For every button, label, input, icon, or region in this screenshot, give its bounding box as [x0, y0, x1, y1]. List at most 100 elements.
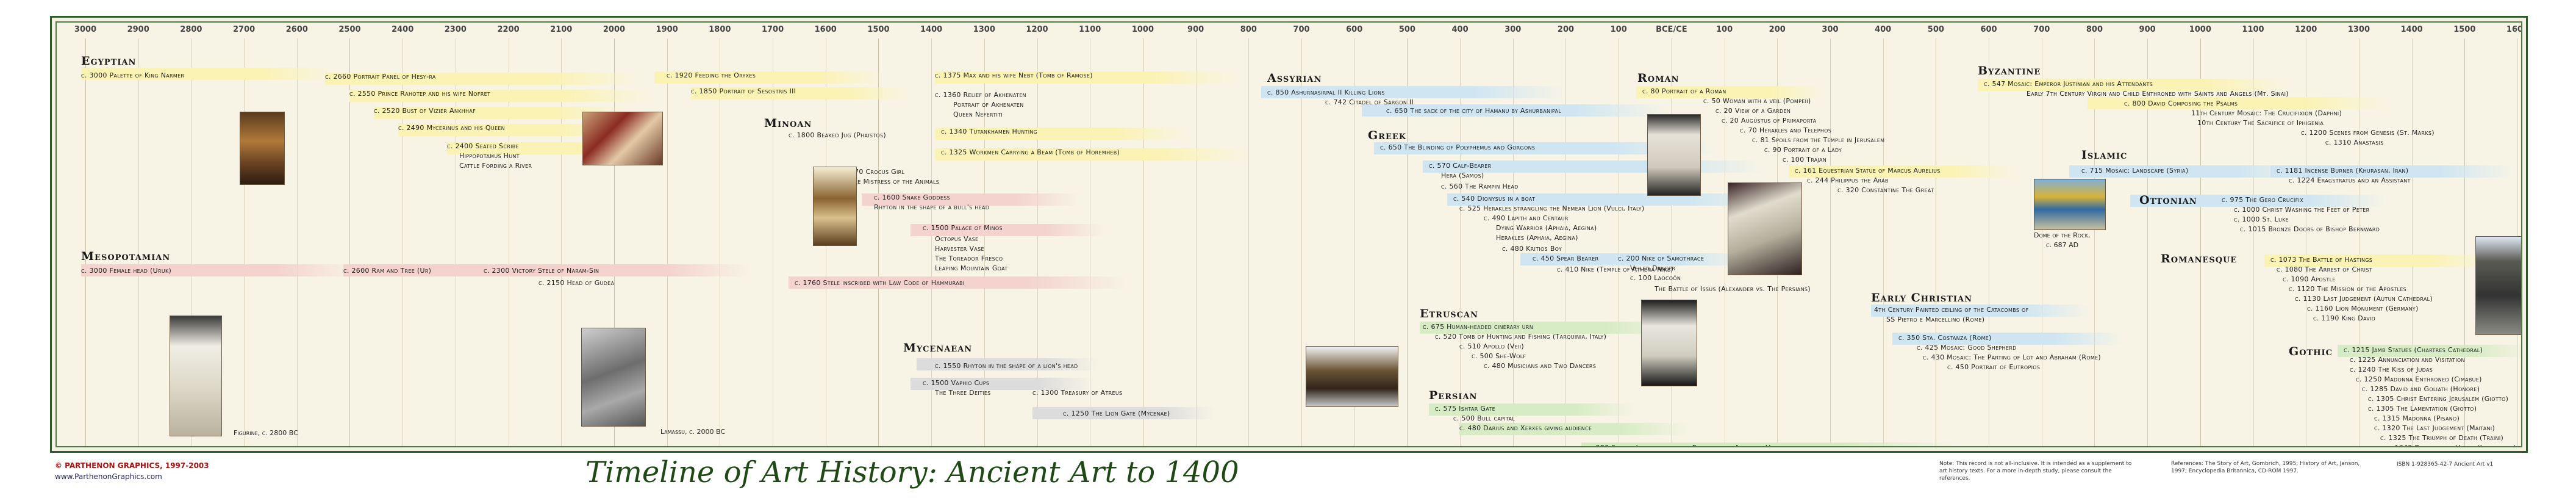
artwork-entry: The Mistress of the Animals — [850, 178, 940, 186]
artwork-entry: c. 1375 Max and his wife Nebt (Tomb of R… — [935, 71, 1093, 79]
venus-statue-image — [1647, 114, 1701, 196]
period-band — [1892, 333, 2124, 345]
grid-line — [1354, 38, 1355, 446]
year-tick: 900 — [2139, 25, 2156, 34]
grid-line — [2253, 38, 2254, 446]
lamassu-relief-image — [581, 328, 646, 427]
mesopotamian-figurine-image — [170, 316, 222, 436]
artwork-entry: c. 1310 Anastasis — [2325, 139, 2384, 146]
artwork-entry: c. 410 Nike (Temple of Athena Nike) — [1557, 265, 1673, 273]
image-caption: Lamassu, c. 2000 BC — [660, 428, 726, 436]
artwork-entry: c. 2300 Victory Stele of Naram-Sin — [484, 267, 599, 275]
period-band — [789, 276, 1130, 289]
year-tick: 1200 — [2295, 25, 2317, 34]
artwork-entry: c. 480 Darius and Xerxes giving audience — [1459, 424, 1592, 432]
artwork-entry: Hippopotamus Hunt — [459, 152, 520, 160]
year-tick: 200 — [1769, 25, 1786, 34]
artwork-entry: c. 3000 Female head (Uruk) — [81, 267, 172, 275]
grid-line — [2358, 38, 2360, 446]
artwork-entry: c. 20 Augustus of Primaporta — [1722, 117, 1817, 125]
grid-line — [1460, 38, 1461, 446]
artwork-entry: c. 1090 Apostle — [2283, 275, 2336, 283]
culture-label-greek: Greek — [1368, 129, 1407, 142]
artwork-entry: c. 1200 Scenes from Genesis (St. Marks) — [2301, 129, 2435, 137]
artwork-entry: c. 244 Philippus the Arab — [1807, 176, 1889, 184]
artwork-entry: c. 2660 Portrait Panel of Hesy-ra — [325, 73, 436, 81]
period-band — [917, 358, 1100, 370]
grid-line — [349, 38, 351, 446]
artwork-entry: c. 650 The Blinding of Polyphemus and Go… — [1380, 143, 1536, 151]
artwork-entry: c. 1215 Jamb Statues (Chartres Cathedral… — [2344, 346, 2483, 354]
website-link[interactable]: www.ParthenonGraphics.com — [55, 472, 162, 481]
year-tick: 100 — [1610, 25, 1627, 34]
period-band — [654, 71, 886, 84]
artwork-entry: c. 1325 The Triumph of Death (Traini) — [2380, 434, 2504, 442]
artwork-entry: c. 1300 Treasury of Atreus — [1032, 389, 1123, 397]
artwork-entry: c. 540 Dionysus in a boat — [1453, 195, 1536, 203]
period-band — [325, 73, 642, 85]
artwork-entry: c. 1015 Bronze Doors of Bishop Bernward — [2240, 225, 2380, 233]
period-band — [862, 193, 1081, 206]
artwork-entry: c. 70 Herakles and Telephos — [1740, 126, 1832, 134]
period-band — [1871, 305, 2091, 317]
culture-label-romanesque: Romanesque — [2161, 252, 2238, 265]
artwork-entry: c. 1600 Snake Goddess — [874, 193, 950, 201]
culture-label-assyrian: Assyrian — [1267, 71, 1322, 85]
artwork-entry: c. 480 Musicians and Two Dancers — [1484, 362, 1597, 370]
artwork-entry: c. 1342 Birth of the Virgin (Lorenzetti) — [2386, 444, 2516, 446]
artwork-entry: c. 2520 Bust of Vizier Ankhhaf — [374, 107, 476, 115]
artwork-entry: Portrait of Akhenaten — [953, 101, 1024, 109]
year-tick: 1100 — [2242, 25, 2264, 34]
artwork-entry: c. 1550 Rhyton in the shape of a lion's … — [935, 362, 1078, 370]
artwork-entry: c. 1500 Vaphio Cups — [923, 379, 990, 387]
artwork-entry: c. 1250 The Lion Gate (Mycenae) — [1063, 410, 1170, 417]
grid-line — [1248, 38, 1250, 446]
year-tick: 500 — [1927, 25, 1944, 34]
artwork-entry: c. 3000 Palette of King Narmer — [81, 71, 185, 79]
artwork-entry: c. 1850 Portrait of Sesostris III — [691, 87, 796, 95]
artwork-entry: c. 1320 The Last Judgement (Maitani) — [2374, 424, 2496, 432]
artwork-entry: c. 81 Spoils from the Temple in Jerusale… — [1752, 136, 1885, 144]
artwork-entry: c. 525 Herakles strangling the Nemean Li… — [1459, 204, 1645, 212]
artwork-entry: c. 2490 Mycerinus and his Queen — [398, 124, 505, 132]
period-band — [1429, 403, 1636, 416]
artwork-entry: c. 1360 Relief of Akhenaten — [935, 91, 1026, 99]
year-tick: 1600 — [814, 25, 837, 34]
year-tick: 1600 — [2506, 25, 2521, 34]
artwork-entry: c. 1225 Annunciation and Visitation — [2350, 356, 2465, 364]
period-band — [1636, 86, 1825, 98]
year-tick: 2700 — [232, 25, 256, 34]
period-band — [1459, 423, 1691, 435]
period-band — [81, 68, 337, 80]
period-band — [2264, 254, 2496, 267]
artwork-entry: c. 1800 Beaked Jug (Phaistos) — [789, 131, 886, 139]
laocoon-image — [1728, 182, 1802, 275]
artwork-entry: c. 1120 The Mission of the Apostles — [2289, 285, 2407, 293]
image-caption: Dome of the Rock, — [2034, 231, 2091, 239]
image-caption: c. 687 AD — [2046, 241, 2079, 249]
artwork-entry: c. 490 Lapith and Centaur — [1484, 214, 1569, 222]
artwork-entry: c. 2600 Ram and Tree (Ur) — [343, 267, 432, 275]
artwork-entry: c. 200 Nike of Samothrace — [1618, 254, 1705, 262]
artwork-entry: Hera (Samos) — [1441, 171, 1484, 179]
period-band — [935, 148, 1252, 161]
year-tick: 300 — [1822, 25, 1839, 34]
artwork-entry: c. 1325 Workmen Carrying a Beam (Tomb of… — [941, 148, 1120, 156]
period-band — [1978, 79, 2295, 91]
grid-line — [1512, 38, 1514, 446]
gothic-cathedral-image — [2475, 236, 2521, 335]
year-tick: 2000 — [603, 25, 626, 34]
artwork-entry: c. 430 Mosaic: The Parting of Lot and Ab… — [1923, 353, 2102, 361]
period-band — [691, 87, 911, 99]
grid-line — [2094, 38, 2095, 446]
year-tick: 2600 — [285, 25, 308, 34]
references-text: References: The Story of Art, Gombrich, … — [2171, 461, 2360, 474]
artwork-entry: c. 1130 Last Judgement (Autun Cathedral) — [2295, 295, 2433, 303]
artwork-entry: Octopus Vase — [935, 235, 979, 243]
period-band — [1520, 253, 1752, 265]
culture-label-etruscan: Etruscan — [1420, 307, 1479, 320]
artwork-entry: Veiled Dancer — [1630, 264, 1676, 272]
image-caption: Figurine, c. 2800 BC — [234, 429, 298, 437]
